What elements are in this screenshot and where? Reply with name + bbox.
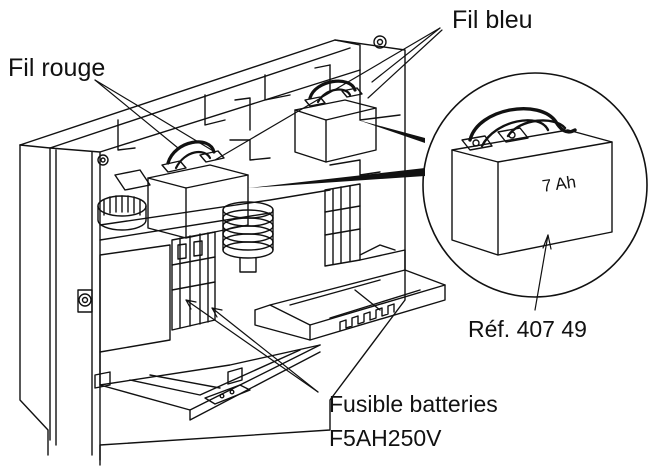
internal-frame <box>99 64 381 241</box>
battery-capacity-label: 7 Ah <box>540 172 578 196</box>
fuse-blocks-right <box>324 183 361 267</box>
battery-tray-right <box>254 244 446 341</box>
fuse-label-line2: F5AH250V <box>329 425 442 451</box>
leader-lines <box>94 27 552 393</box>
coil <box>222 201 274 273</box>
adjustment-knob <box>97 169 151 231</box>
battery-tray-left <box>94 244 321 421</box>
projection-wedges <box>248 120 425 188</box>
red-wire-label: Fil rouge <box>8 54 106 82</box>
battery-front <box>147 140 249 239</box>
reference-label: Réf. 407 49 <box>468 316 587 342</box>
fuse-label-line1: Fusible batteries <box>329 391 498 417</box>
magnifier <box>422 72 648 298</box>
cabinet <box>19 35 406 466</box>
blue-wire-label: Fil bleu <box>452 6 533 34</box>
